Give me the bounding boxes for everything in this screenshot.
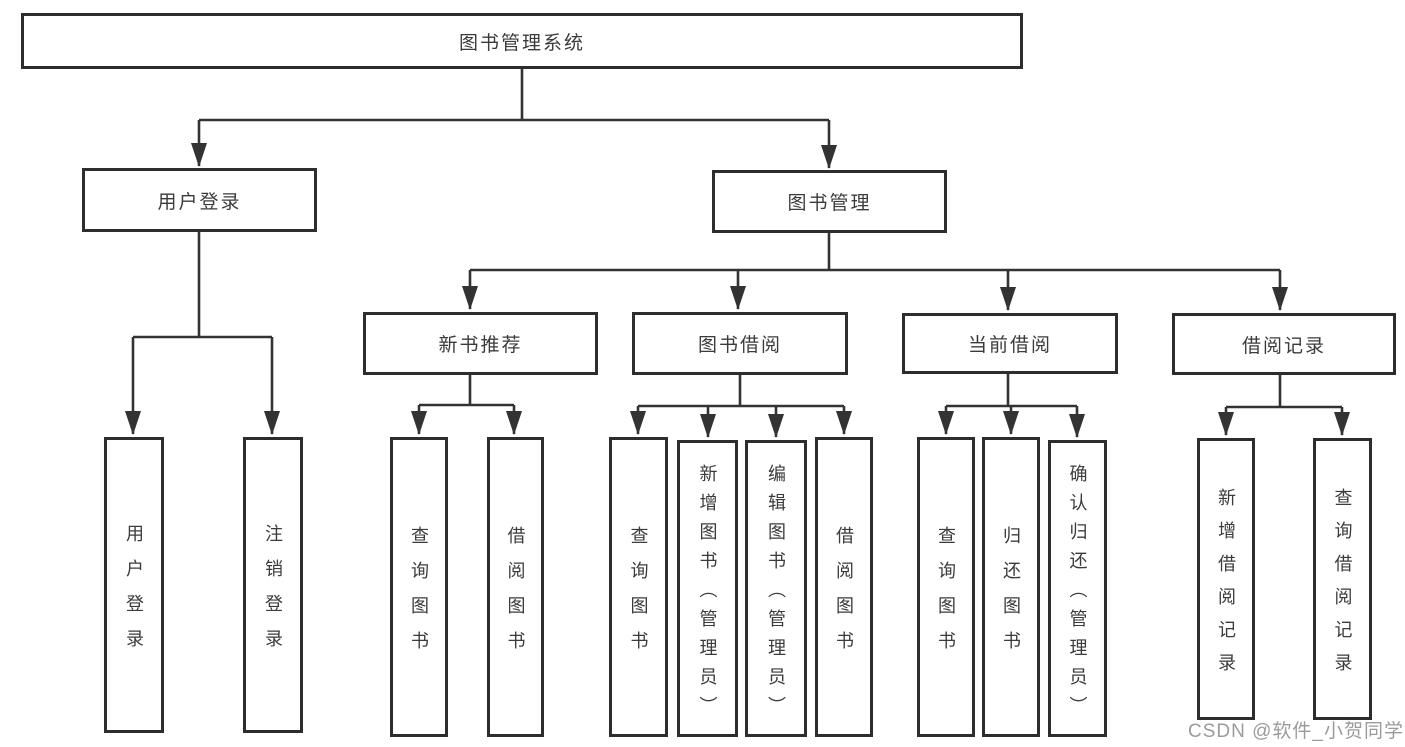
leaf-borrow-books: 借阅图书 xyxy=(487,437,544,737)
leaf-edit-books-admin-label: 编辑图书（管理员） xyxy=(766,463,786,725)
leaf-add-books-admin: 新增图书（管理员） xyxy=(677,440,738,737)
leaf-add-borrow-record-label: 新增借阅记录 xyxy=(1216,487,1236,686)
leaf-query-books-label: 查询图书 xyxy=(936,525,956,666)
leaf-borrow-books-label: 借阅图书 xyxy=(505,525,526,666)
leaf-logout-label: 注销登录 xyxy=(263,523,283,664)
leaf-query-books-label: 查询图书 xyxy=(628,525,649,666)
leaf-return-books: 归还图书 xyxy=(982,437,1040,737)
leaf-user-login-label: 用户登录 xyxy=(124,523,144,664)
node-borrow-records: 借阅记录 xyxy=(1172,313,1396,375)
leaf-logout: 注销登录 xyxy=(243,437,303,733)
leaf-confirm-return-admin-label: 确认归还（管理员） xyxy=(1067,463,1088,725)
leaf-query-books-label: 查询图书 xyxy=(409,525,429,666)
leaf-query-borrow-record: 查询借阅记录 xyxy=(1313,438,1372,720)
leaf-add-borrow-record: 新增借阅记录 xyxy=(1197,438,1255,720)
leaf-borrow-books: 借阅图书 xyxy=(815,437,873,737)
node-book-management: 图书管理 xyxy=(712,170,947,233)
leaf-confirm-return-admin: 确认归还（管理员） xyxy=(1048,440,1107,737)
leaf-add-books-admin-label: 新增图书（管理员） xyxy=(697,463,718,725)
leaf-return-books-label: 归还图书 xyxy=(1001,525,1021,666)
leaf-user-login: 用户登录 xyxy=(104,437,164,733)
watermark: CSDN @软件_小贺同学 xyxy=(1188,721,1404,742)
leaf-query-borrow-record-label: 查询借阅记录 xyxy=(1332,487,1353,686)
node-user-login: 用户登录 xyxy=(82,168,317,232)
leaf-query-books: 查询图书 xyxy=(917,437,975,737)
leaf-query-books: 查询图书 xyxy=(390,437,448,737)
leaf-borrow-books-label: 借阅图书 xyxy=(834,525,854,666)
node-current-borrow: 当前借阅 xyxy=(902,313,1118,374)
leaf-edit-books-admin: 编辑图书（管理员） xyxy=(745,440,807,737)
node-book-borrow: 图书借阅 xyxy=(632,312,848,375)
node-library-system: 图书管理系统 xyxy=(21,13,1023,69)
node-new-book-recommend: 新书推荐 xyxy=(363,312,598,375)
leaf-query-books: 查询图书 xyxy=(609,437,668,737)
